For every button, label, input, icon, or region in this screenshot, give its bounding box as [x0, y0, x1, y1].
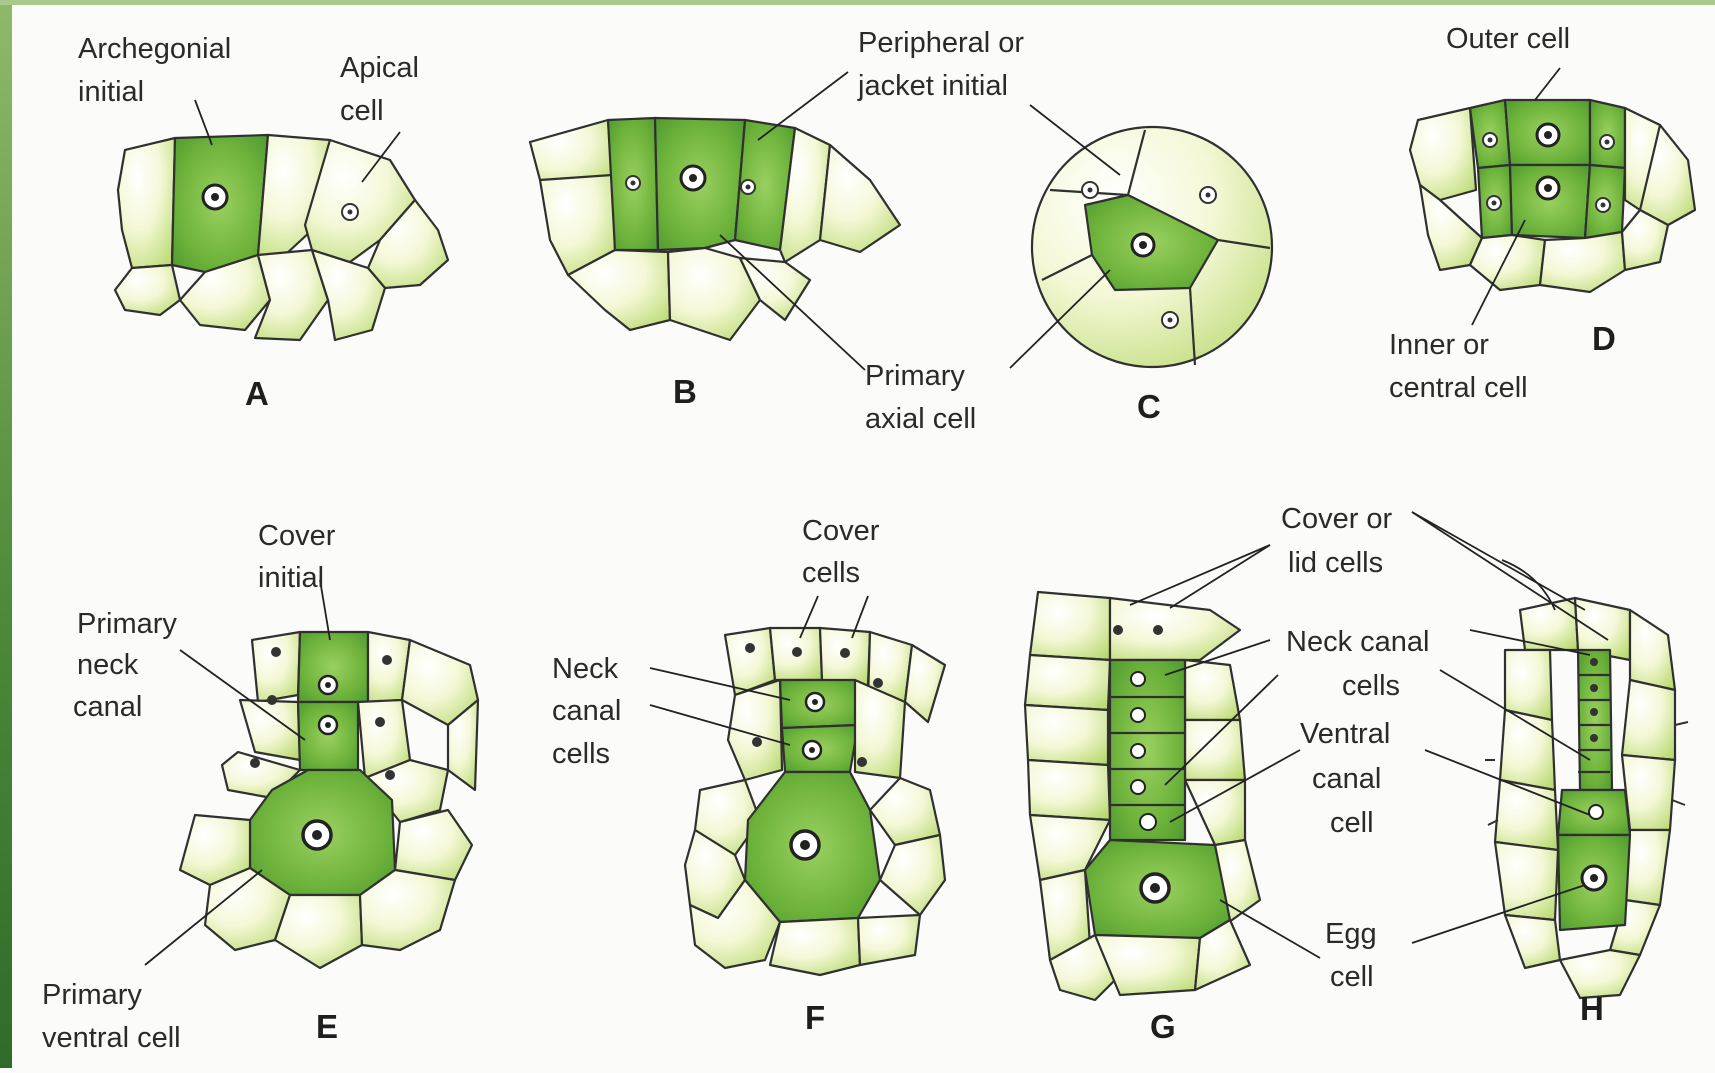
leader-cover-lid-h-2	[1412, 512, 1608, 640]
leader-outer-cell	[1535, 68, 1560, 100]
label-apical-cell-1: Apical	[340, 52, 419, 84]
panel-a-cells	[115, 135, 448, 340]
label-neck-canal-cells-3: cells	[552, 738, 610, 770]
panel-letter-e: E	[316, 1008, 338, 1045]
panel-letter-c: C	[1137, 388, 1161, 425]
panel-letter-d: D	[1592, 320, 1616, 357]
label-neck-canal-cells-2: canal	[552, 695, 621, 727]
leader-cover-lid-1	[1130, 545, 1270, 605]
label-primary-neck-canal-3: canal	[73, 691, 142, 723]
panel-d: Outer cell Inner or central cell D	[1389, 23, 1695, 404]
label-primary-neck-canal-2: neck	[77, 649, 139, 681]
label-peripheral-initial-1: Peripheral or	[858, 27, 1024, 59]
panel-h: H	[1412, 512, 1688, 1027]
label-ventral-canal-3: cell	[1330, 807, 1374, 839]
label-cover-cells-1: Cover	[802, 515, 880, 547]
panel-g: Cover or lid cells Neck canal cells Vent…	[1025, 503, 1429, 1045]
panel-letter-g: G	[1150, 1008, 1176, 1045]
label-cover-cells-2: cells	[802, 557, 860, 589]
leader-cover-lid-2	[1170, 545, 1270, 608]
label-peripheral-initial-2: jacket initial	[857, 70, 1008, 102]
panel-f-cells	[685, 628, 945, 975]
panel-h-cells	[1495, 598, 1675, 998]
label-neck-canal-g-2: cells	[1342, 670, 1400, 702]
panel-letter-f: F	[805, 999, 825, 1036]
label-cover-initial-2: initial	[258, 562, 324, 594]
label-primary-ventral-2: ventral cell	[42, 1022, 181, 1054]
leader-jacket-initial	[758, 72, 848, 140]
label-egg-cell-2: cell	[1330, 961, 1374, 993]
label-ventral-canal-2: canal	[1312, 763, 1381, 795]
label-cover-initial-1: Cover	[258, 520, 336, 552]
label-primary-neck-canal-1: Primary	[77, 608, 177, 640]
label-inner-cell-2: central cell	[1389, 372, 1528, 404]
leader-cover-lid-h-1	[1412, 512, 1585, 610]
label-apical-cell-2: cell	[340, 95, 384, 127]
label-primary-axial-2: axial cell	[865, 403, 976, 435]
panel-b-cells	[530, 118, 900, 340]
top-frame-border	[0, 0, 1715, 5]
panel-g-cells	[1025, 592, 1260, 1000]
label-archegonial-initial-2: initial	[78, 76, 144, 108]
label-cover-lid-1: Cover or	[1281, 503, 1393, 535]
panel-a: Archegonial initial Apical cell A	[78, 33, 448, 412]
label-primary-axial-1: Primary	[865, 360, 965, 392]
panel-f: Cover cells Neck canal cells F	[552, 515, 945, 1036]
label-inner-cell-1: Inner or	[1389, 329, 1489, 361]
panel-letter-b: B	[673, 373, 697, 410]
left-frame-border	[0, 0, 12, 1068]
label-ventral-canal-1: Ventral	[1300, 718, 1390, 750]
panel-b: Peripheral or jacket initial Primary axi…	[530, 27, 1024, 435]
label-neck-canal-cells-1: Neck	[552, 653, 619, 685]
label-egg-cell-1: Egg	[1325, 918, 1377, 950]
label-archegonial-initial-1: Archegonial	[78, 33, 231, 65]
panel-letter-h: H	[1580, 990, 1604, 1027]
label-primary-ventral-1: Primary	[42, 979, 142, 1011]
label-neck-canal-g-1: Neck canal	[1286, 626, 1429, 658]
panel-c: C	[1010, 105, 1272, 425]
panel-letter-a: A	[245, 375, 269, 412]
label-outer-cell: Outer cell	[1446, 23, 1570, 55]
label-cover-lid-2: lid cells	[1288, 547, 1383, 579]
panel-e: Cover initial Primary neck canal Primary…	[42, 520, 478, 1054]
